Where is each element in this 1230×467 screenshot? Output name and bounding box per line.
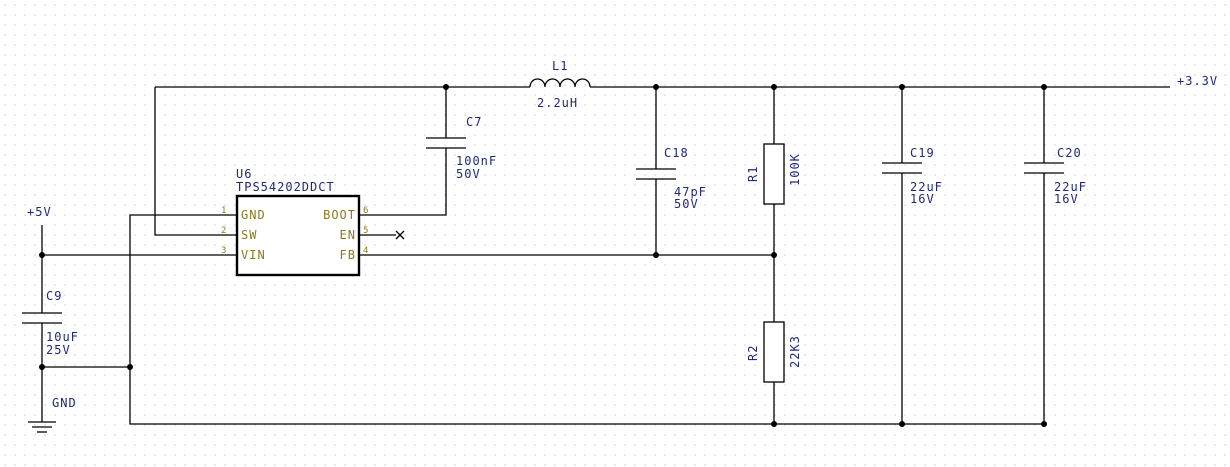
- ground-symbol[interactable]: GND: [28, 396, 77, 433]
- inductor-value: 2.2uH: [537, 96, 578, 110]
- pin-number: 2: [221, 226, 226, 236]
- c18-ref: C18: [664, 146, 689, 160]
- ic-ref: U6: [236, 167, 252, 181]
- r2-ref: R2: [746, 345, 760, 361]
- c19-ref: C19: [910, 146, 935, 160]
- c18-value: 47pF: [674, 185, 707, 199]
- pin-name: VIN: [241, 248, 266, 262]
- pin-name: GND: [241, 208, 266, 222]
- c19-voltage: 16V: [910, 192, 935, 206]
- c9-ref: C9: [46, 289, 62, 303]
- pin-name: BOOT: [323, 208, 356, 222]
- r2-value: 22K3: [788, 335, 802, 368]
- pin-number: 5: [363, 226, 368, 236]
- c7-voltage: 50V: [456, 167, 481, 181]
- c7-ref: C7: [466, 115, 482, 129]
- input-net-label: +5V: [27, 205, 52, 219]
- capacitor-c9[interactable]: C9 10uF 25V: [22, 289, 79, 357]
- pin-number: 6: [363, 206, 368, 216]
- resistor-r2[interactable]: R2 22K3: [746, 321, 802, 383]
- ic-value: TPS54202DDCT: [236, 180, 335, 194]
- ground-net-label: GND: [52, 396, 77, 410]
- inductor-l1[interactable]: L1 2.2uH: [529, 59, 591, 110]
- power-input-port[interactable]: +5V: [27, 205, 52, 219]
- capacitor-c7[interactable]: C7 100nF 50V: [426, 115, 497, 181]
- c20-voltage: 16V: [1054, 192, 1079, 206]
- output-net-text: +3.3V: [1177, 74, 1218, 88]
- c19-value: 22uF: [910, 180, 943, 194]
- inductor-ref: L1: [552, 59, 568, 73]
- c9-voltage: 25V: [46, 343, 71, 357]
- c20-ref: C20: [1057, 146, 1082, 160]
- inductor-coil: [529, 78, 591, 88]
- pin-number: 1: [221, 206, 226, 216]
- c18-voltage: 50V: [674, 197, 699, 211]
- no-connect-icon: [395, 230, 405, 240]
- c20-value: 22uF: [1054, 180, 1087, 194]
- junctions: [39, 84, 1047, 427]
- capacitor-c19[interactable]: C19 22uF 16V: [882, 146, 943, 206]
- pin-number: 4: [363, 246, 368, 256]
- resistor-r1[interactable]: R1 100K: [746, 143, 802, 205]
- pin-name: SW: [241, 228, 257, 242]
- c9-value: 10uF: [46, 330, 79, 344]
- capacitor-c18[interactable]: C18 47pF 50V: [636, 146, 707, 211]
- output-net-label[interactable]: +3.3V: [1177, 74, 1218, 88]
- pin-number: 3: [221, 246, 226, 256]
- pin-name: FB: [340, 248, 356, 262]
- capacitor-c20[interactable]: C20 22uF 16V: [1024, 146, 1087, 206]
- r1-value: 100K: [788, 153, 802, 186]
- c7-value: 100nF: [456, 154, 497, 168]
- r1-ref: R1: [746, 166, 760, 182]
- ic-u6[interactable]: U6 TPS54202DDCT 1 2 3 6 5 4 GND SW VIN B…: [221, 167, 368, 277]
- wires: [41, 86, 1170, 425]
- pin-name: EN: [340, 228, 356, 242]
